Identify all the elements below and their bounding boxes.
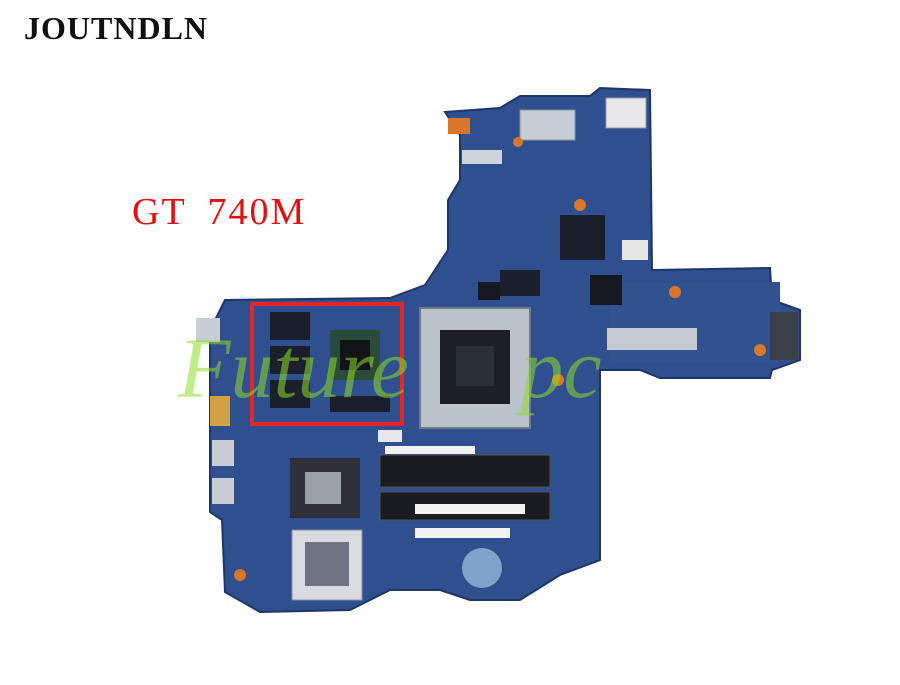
gpu-model-label: GT 740M	[132, 191, 307, 233]
vram-chip-3	[270, 380, 310, 408]
barcode-1	[385, 446, 475, 454]
connector-small	[462, 150, 502, 164]
chip-small-3	[590, 275, 622, 305]
pad-orange-4	[669, 286, 681, 298]
vram-chip-2	[270, 346, 310, 374]
barcode-3	[415, 528, 510, 538]
chip-bios	[560, 215, 605, 260]
pad-orange-7	[513, 137, 523, 147]
pad-orange-6	[234, 569, 246, 581]
label-tag	[378, 430, 402, 442]
connector-edge	[770, 312, 798, 360]
gpu-die	[340, 340, 370, 370]
barcode-2	[415, 504, 525, 514]
cpu-socket-core	[456, 346, 494, 386]
port-usb-1	[212, 440, 234, 466]
gpu-mosfets	[330, 396, 390, 412]
pch-die	[305, 472, 341, 504]
brand-logo: JOUTNDLN	[24, 10, 209, 46]
vram-chip-1	[270, 312, 310, 340]
sticker-round	[462, 548, 502, 588]
gpu-highlight-box	[250, 302, 404, 426]
pad-orange	[448, 118, 470, 134]
port-audio	[210, 396, 230, 426]
connector-top-right	[605, 97, 647, 129]
m2-slot	[519, 109, 576, 141]
sd-card-inner	[305, 542, 349, 586]
sticker	[622, 240, 648, 260]
chip-small-2	[478, 282, 500, 300]
pad-orange-2	[574, 199, 586, 211]
port-usb-2	[212, 478, 234, 504]
ram-slot-1	[379, 454, 551, 488]
pad-orange-3	[552, 374, 564, 386]
chip-small-1	[500, 270, 540, 296]
connector-sata	[607, 328, 697, 350]
pad-orange-5	[754, 344, 766, 356]
port-hdmi	[196, 318, 220, 342]
